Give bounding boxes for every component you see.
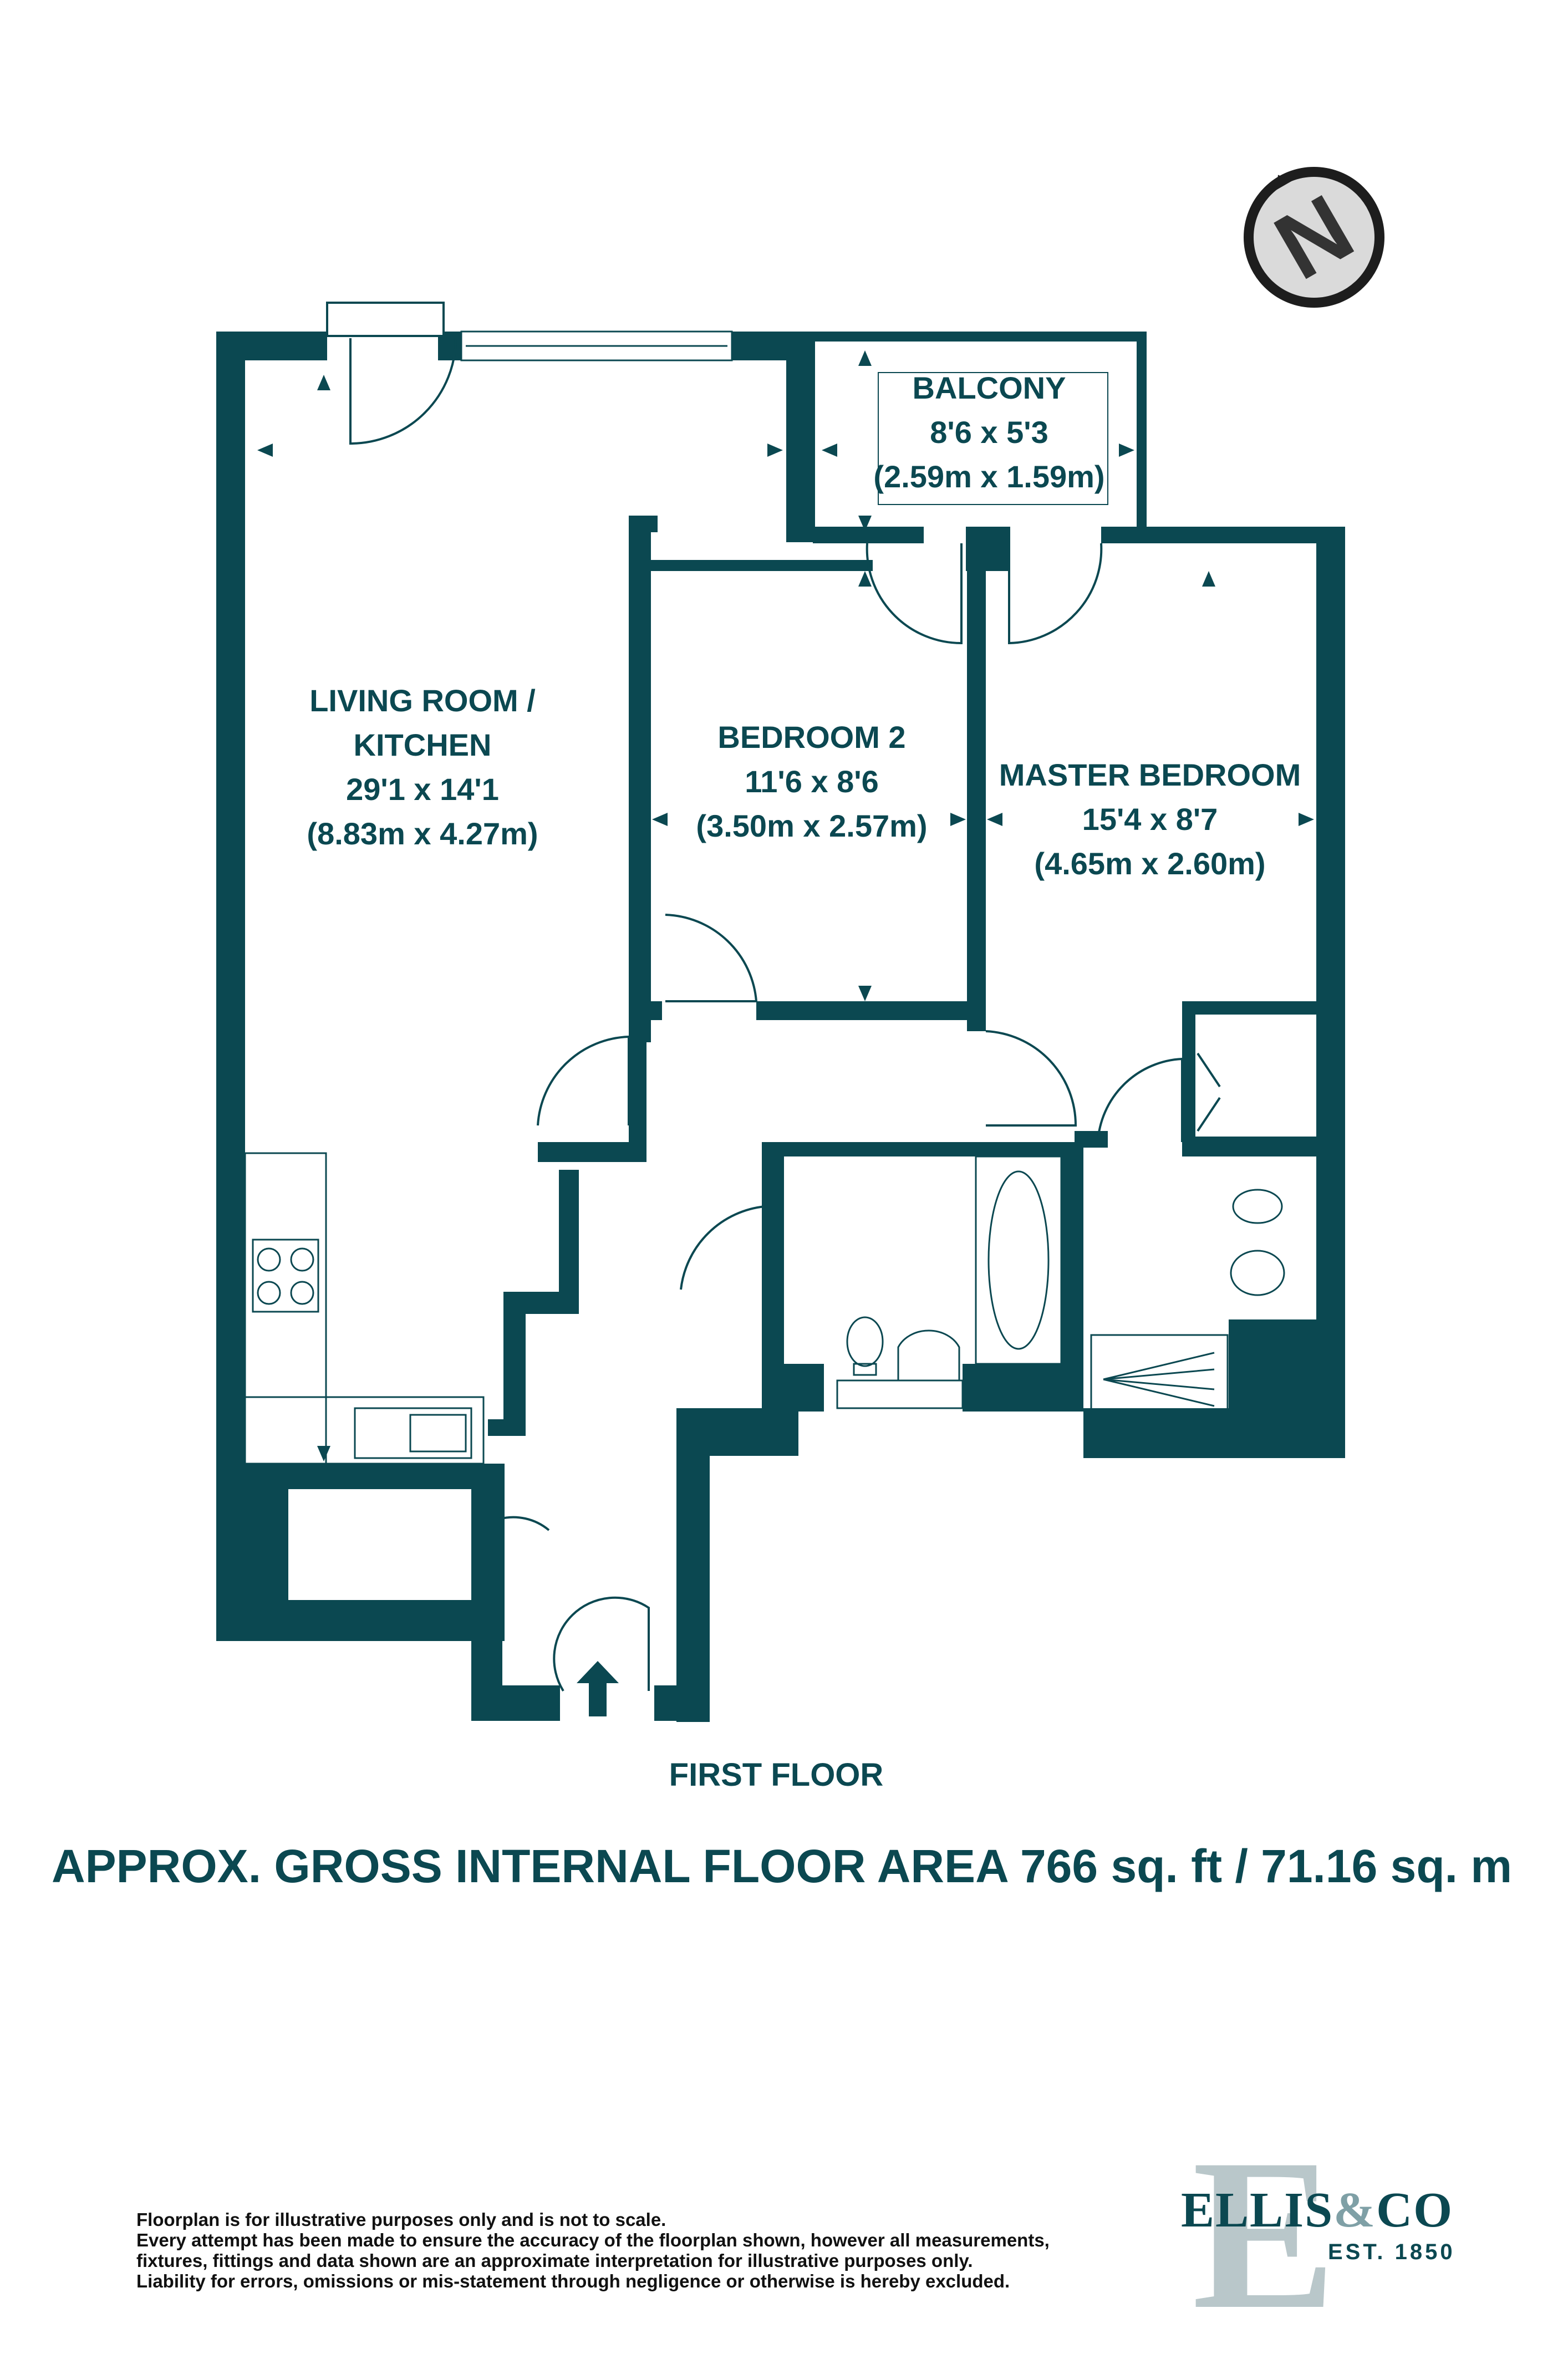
sink bbox=[354, 1407, 472, 1459]
shower-tray bbox=[1090, 1334, 1229, 1424]
north-compass-icon bbox=[1244, 167, 1384, 308]
wall-balcony-bottom-left bbox=[813, 527, 924, 543]
wall-ensuite-door-stub bbox=[1075, 1131, 1108, 1148]
wall-living-right bbox=[786, 332, 815, 542]
balcony-label-box bbox=[878, 372, 1108, 505]
kitchen-counter-bottom bbox=[244, 1396, 485, 1465]
master-bedroom-dims-imperial: 15'4 x 8'7 bbox=[1082, 802, 1218, 837]
floor-name: FIRST FLOOR bbox=[669, 1757, 884, 1793]
balcony-label: BALCONY 8'6 x 5'3 (2.59m x 1.59m) bbox=[873, 366, 1104, 499]
logo-ampersand: & bbox=[1333, 2183, 1377, 2238]
logo-wordmark: ELLIS&CO bbox=[1181, 2182, 1453, 2239]
wall-balcony-right bbox=[1137, 332, 1147, 542]
basin bbox=[897, 1329, 960, 1380]
wall-bed2-master bbox=[967, 560, 986, 1031]
door-swings bbox=[498, 543, 1221, 1692]
wall-entrance-left bbox=[471, 1685, 560, 1721]
wall-wardrobe bbox=[1182, 1001, 1195, 1151]
door-swing-bathroom bbox=[680, 1205, 766, 1290]
wall-balcony-top bbox=[813, 332, 1146, 342]
logo-name-part2: CO bbox=[1376, 2183, 1454, 2238]
master-bedroom-name: MASTER BEDROOM bbox=[999, 757, 1301, 792]
wall-right bbox=[1316, 527, 1345, 1458]
door-swing-cupboard bbox=[498, 1516, 550, 1575]
logo-established: EST. 1850 bbox=[1328, 2240, 1455, 2264]
door-swing-living bbox=[349, 338, 457, 445]
bedroom2-label: BEDROOM 2 11'6 x 8'6 (3.50m x 2.57m) bbox=[696, 715, 927, 848]
master-bedroom-label: MASTER BEDROOM 15'4 x 8'7 (4.65m x 2.60m… bbox=[999, 753, 1301, 886]
bathtub bbox=[975, 1155, 1062, 1365]
balcony-dims-metric: (2.59m x 1.59m) bbox=[873, 459, 1105, 494]
door-swing-balcony-left bbox=[866, 543, 963, 645]
living-room-label: LIVING ROOM / KITCHEN 29'1 x 14'1 (8.83m… bbox=[307, 679, 538, 856]
wall-left bbox=[216, 332, 245, 1640]
wall-bath-bottom-left bbox=[762, 1364, 824, 1412]
disclaimer-line: Floorplan is for illustrative purposes o… bbox=[136, 2209, 666, 2230]
bedroom2-dims-imperial: 11'6 x 8'6 bbox=[745, 764, 879, 799]
wall-lower-right bbox=[1083, 1408, 1345, 1458]
door-swing-entrance bbox=[553, 1596, 650, 1692]
door-swing-master bbox=[985, 1030, 1077, 1127]
disclaimer-line: fixtures, fittings and data shown are an… bbox=[136, 2250, 973, 2271]
logo-e-mark: E bbox=[1192, 2114, 1337, 2354]
balcony-dims-imperial: 8'6 x 5'3 bbox=[930, 415, 1048, 450]
bedroom2-name: BEDROOM 2 bbox=[717, 720, 906, 755]
ensuite-basin bbox=[1230, 1250, 1285, 1296]
kitchen bbox=[244, 1152, 485, 1465]
door-swing-ensuite bbox=[1097, 1057, 1183, 1143]
wall-ensuite-top bbox=[967, 1142, 1061, 1156]
living-room-name-line2: KITCHEN bbox=[353, 727, 492, 762]
wall-bed2-top bbox=[629, 560, 651, 571]
logo-name-part1: ELLIS bbox=[1181, 2183, 1334, 2238]
balcony-name: BALCONY bbox=[912, 370, 1066, 405]
kitchen-counter bbox=[244, 1152, 327, 1465]
ensuite-toilet bbox=[1232, 1189, 1283, 1224]
wall-hall-right-top bbox=[676, 1408, 798, 1456]
wall-bed2-bottom bbox=[756, 1001, 986, 1020]
storage-cupboard bbox=[288, 1489, 499, 1600]
wall-hall-left-upper bbox=[629, 1001, 646, 1162]
wall-entrance-right bbox=[654, 1685, 710, 1721]
wall-bed2-top-inner bbox=[651, 560, 873, 571]
door-swing-balcony-right bbox=[1008, 543, 1103, 645]
wall-wardrobe-top bbox=[1182, 1001, 1345, 1015]
wall-bed2-left bbox=[629, 516, 651, 1042]
door-swing-bed2 bbox=[665, 914, 758, 1002]
wall-ensuite-top-right bbox=[1182, 1137, 1345, 1156]
walls bbox=[216, 332, 1345, 1722]
disclaimer-line: Liability for errors, omissions or mis-s… bbox=[136, 2271, 1010, 2291]
wall-top-left bbox=[216, 332, 327, 360]
living-room-dims-metric: (8.83m x 4.27m) bbox=[307, 816, 538, 851]
hob bbox=[252, 1239, 319, 1313]
window-top bbox=[460, 330, 733, 361]
bedroom2-dims-metric: (3.50m x 2.57m) bbox=[696, 808, 928, 843]
entrance-arrow bbox=[577, 1661, 619, 1716]
dimension-arrows bbox=[257, 350, 1314, 1716]
disclaimer-line: Every attempt has been made to ensure th… bbox=[136, 2230, 1050, 2250]
wall-hall-left-lower bbox=[503, 1292, 526, 1436]
bathroom-fittings bbox=[836, 1155, 1285, 1424]
master-bedroom-dims-metric: (4.65m x 2.60m) bbox=[1034, 846, 1266, 881]
living-room-name-line1: LIVING ROOM / bbox=[309, 683, 536, 718]
wall-hall-left-mid bbox=[559, 1170, 579, 1314]
living-room-dims-imperial: 29'1 x 14'1 bbox=[346, 772, 499, 807]
wall-hall-stub bbox=[538, 1142, 646, 1162]
wall-bath-bottom-right bbox=[963, 1364, 1083, 1412]
wardrobe-doors bbox=[1197, 1052, 1221, 1132]
toilet bbox=[846, 1316, 884, 1367]
wall-hall-right bbox=[676, 1412, 710, 1722]
wall-master-top bbox=[1101, 527, 1345, 543]
disclaimer: Floorplan is for illustrative purposes o… bbox=[136, 2209, 1050, 2291]
floor-area-text: APPROX. GROSS INTERNAL FLOOR AREA 766 sq… bbox=[51, 1840, 1513, 1892]
door-swing-living-hall bbox=[537, 1035, 630, 1126]
